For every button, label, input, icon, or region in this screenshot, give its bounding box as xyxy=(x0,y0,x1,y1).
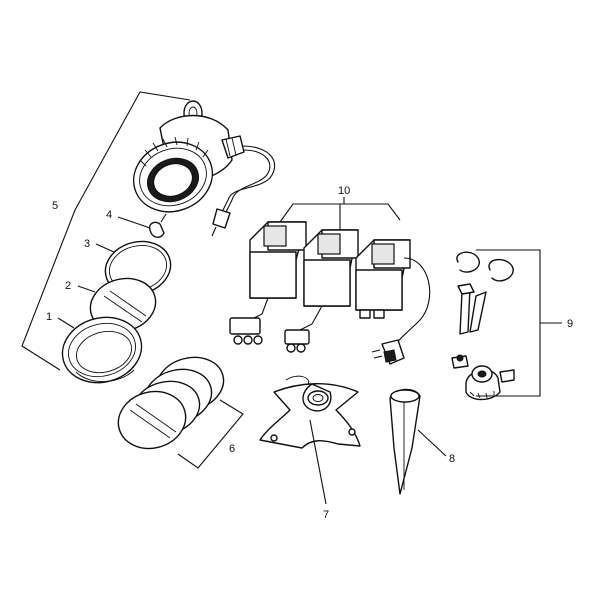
spotlight-housing xyxy=(132,100,276,237)
transformers xyxy=(229,197,431,365)
label-7: 7 xyxy=(323,509,329,521)
ground-spike xyxy=(389,388,421,495)
label-8: 8 xyxy=(449,453,455,465)
label-6: 6 xyxy=(229,443,235,455)
label-9: 9 xyxy=(567,318,573,330)
label-10: 10 xyxy=(338,185,350,197)
bulb xyxy=(148,213,167,238)
label-4: 4 xyxy=(106,209,112,221)
label-1: 1 xyxy=(46,311,52,323)
label-2: 2 xyxy=(65,280,71,292)
filter-discs xyxy=(117,356,225,450)
mounting-accessories xyxy=(451,251,515,401)
label-5: 5 xyxy=(52,200,58,212)
front-bezel xyxy=(61,316,143,384)
label-3: 3 xyxy=(84,238,90,250)
tripod-base xyxy=(259,375,361,449)
